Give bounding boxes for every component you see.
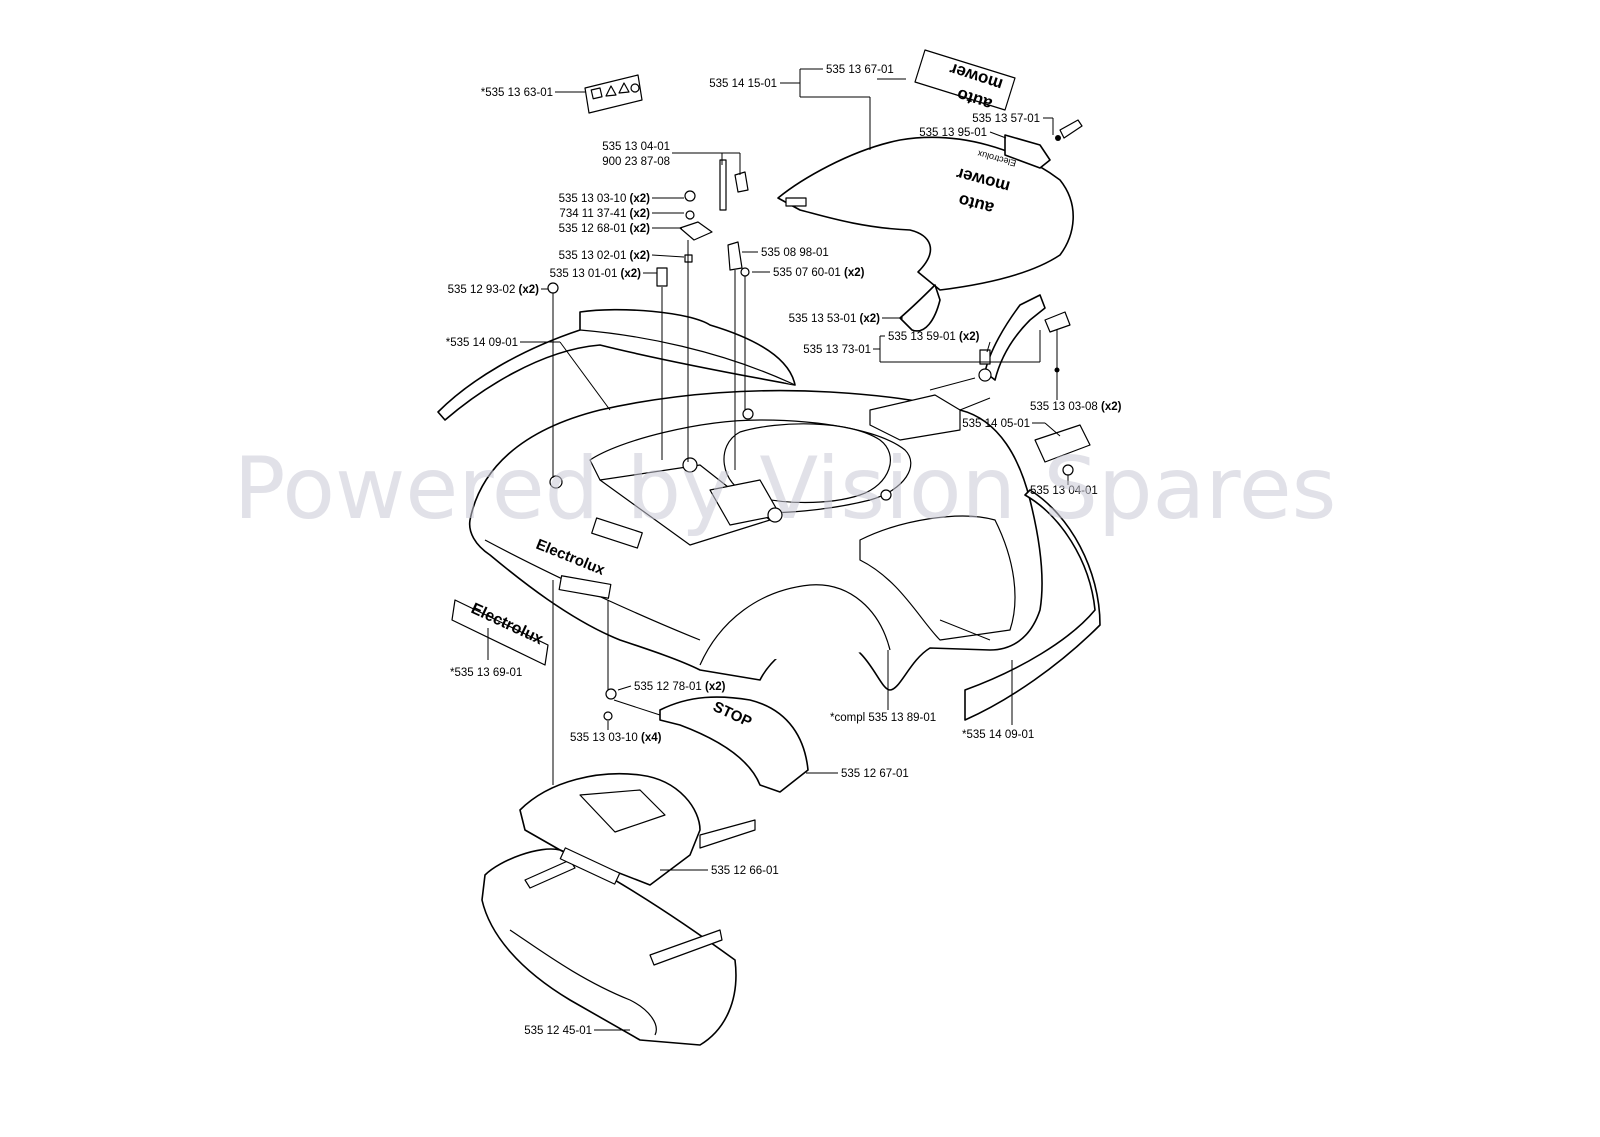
label-535-13-63-01: *535 13 63-01	[481, 87, 553, 99]
label-535-12-78-01: 535 12 78-01 (x2)	[634, 681, 726, 693]
label-535-12-67-01: 535 12 67-01	[841, 768, 909, 780]
display-cover	[519, 772, 756, 886]
label-535-13-67-01: 535 13 67-01	[826, 64, 894, 76]
side-strip-right	[964, 489, 1101, 721]
label-535-13-03-10-x2: 535 13 03-10 (x2)	[559, 193, 651, 205]
label-535-13-59-01: 535 13 59-01 (x2)	[888, 331, 980, 343]
watermark-text: Powered by Vision Spares	[234, 439, 1337, 539]
label-535-12-66-01: 535 12 66-01	[711, 865, 779, 877]
stop-cover: STOP	[603, 688, 809, 793]
top-cover: auto mower Electrolux	[777, 136, 1074, 291]
label-535-13-57-01: 535 13 57-01	[972, 113, 1040, 125]
body-shell: Electrolux	[468, 389, 1043, 691]
label-535-13-73-01: 535 13 73-01	[803, 344, 871, 356]
label-535-13-04-01-bottom: 535 13 04-01	[1030, 485, 1098, 497]
label-535-12-68-01: 535 12 68-01 (x2)	[559, 223, 651, 235]
product-decal: auto mower	[914, 49, 1016, 114]
label-compl-535-13-89-01: *compl 535 13 89-01	[830, 712, 936, 724]
label-535-14-15-01: 535 14 15-01	[709, 78, 777, 90]
label-535-13-01-01: 535 13 01-01 (x2)	[550, 268, 642, 280]
handle-parts	[1004, 119, 1083, 169]
label-535-07-60-01: 535 07 60-01 (x2)	[773, 267, 865, 279]
label-535-14-05-01: 535 14 05-01	[962, 418, 1030, 430]
hinge	[899, 284, 941, 332]
label-535-14-09-01-right: *535 14 09-01	[962, 729, 1034, 741]
plate	[1034, 424, 1091, 463]
label-535-14-09-01-left: *535 14 09-01	[446, 337, 518, 349]
label-734-11-37-41: 734 11 37-41 (x2)	[559, 208, 650, 220]
label-535-13-53-01: 535 13 53-01 (x2)	[789, 313, 881, 325]
part-labels: *535 13 63-01 535 14 15-01 535 13 67-01 …	[446, 64, 1122, 1037]
label-900-23-87-08: 900 23 87-08	[602, 156, 670, 168]
label-535-13-69-01: *535 13 69-01	[450, 667, 522, 679]
label-535-08-98-01: 535 08 98-01	[761, 247, 829, 259]
label-535-13-03-08: 535 13 03-08 (x2)	[1030, 401, 1122, 413]
front-bumper	[481, 847, 737, 1046]
label-535-12-45-01: 535 12 45-01	[524, 1025, 592, 1037]
label-535-13-04-01-top: 535 13 04-01	[602, 141, 670, 153]
label-535-13-03-10-x4: 535 13 03-10 (x4)	[570, 732, 662, 744]
warning-label-decal	[584, 74, 643, 114]
leader-lines	[487, 68, 1069, 1031]
bracket	[978, 294, 1071, 382]
brand-decal: Electrolux	[451, 599, 549, 666]
label-535-13-02-01: 535 13 02-01 (x2)	[559, 250, 651, 262]
small-parts	[547, 159, 750, 294]
label-535-13-95-01: 535 13 95-01	[919, 127, 987, 139]
label-535-12-93-02: 535 12 93-02 (x2)	[448, 284, 540, 296]
